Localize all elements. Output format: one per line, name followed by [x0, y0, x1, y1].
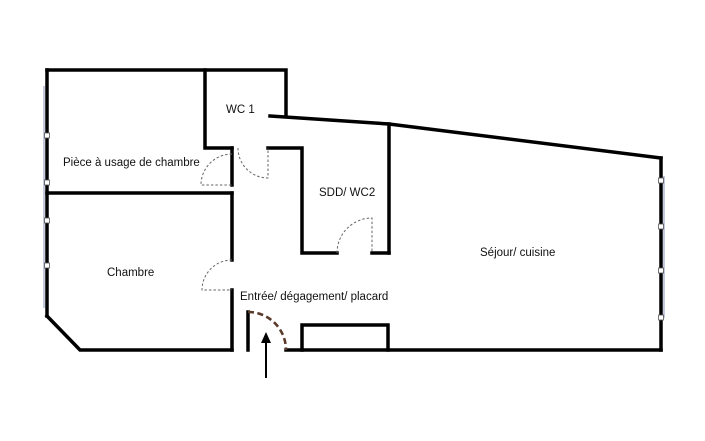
windows [43, 86, 665, 321]
door-sdd [336, 217, 373, 254]
door-chambre-2 [201, 259, 233, 291]
room-label-sejour: Séjour/ cuisine [480, 247, 555, 259]
room-label-entree: Entrée/ dégagement/ placard [240, 291, 388, 303]
door-chambre-1 [200, 153, 233, 186]
room-label-chambre-1: Pièce à usage de chambre [63, 157, 200, 169]
interior-doors [200, 147, 373, 291]
entry-arrow-icon [261, 332, 271, 378]
room-label-sdd: SDD/ WC2 [319, 187, 375, 199]
room-label-wc: WC 1 [226, 104, 255, 116]
room-label-chambre-2: Chambre [107, 267, 154, 279]
interior-walls [45, 68, 391, 352]
entry-door [247, 310, 288, 351]
exterior-walls [44, 68, 663, 352]
door-wc [237, 147, 269, 179]
